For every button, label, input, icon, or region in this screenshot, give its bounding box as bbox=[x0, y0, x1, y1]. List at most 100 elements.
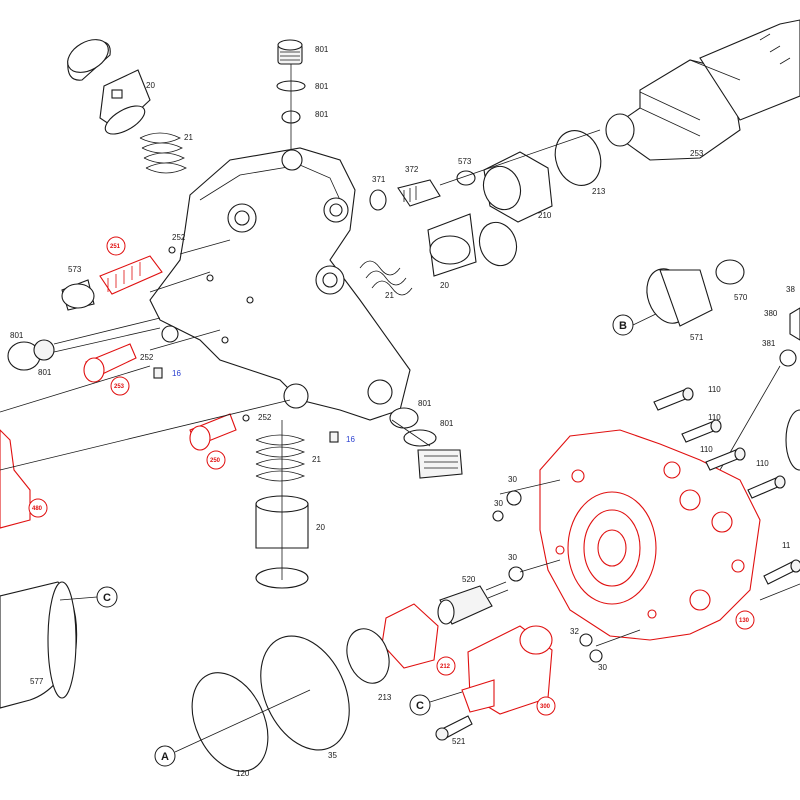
label-570: 570 bbox=[734, 293, 748, 302]
label-252-c: 252 bbox=[258, 413, 272, 422]
callout-red-253 bbox=[110, 376, 130, 396]
part-sensor-251 bbox=[99, 255, 163, 295]
pump-housing bbox=[149, 147, 411, 421]
part-sensor-372 bbox=[397, 179, 441, 207]
callout-C-left-text: C bbox=[103, 592, 111, 604]
part-cylinder-577 bbox=[0, 581, 78, 709]
part-sleeve-571 bbox=[646, 268, 713, 327]
label-21-bottom: 21 bbox=[312, 455, 321, 464]
label-110-e: 11 bbox=[782, 541, 791, 550]
label-30-a: 30 bbox=[508, 475, 517, 484]
part-ring-mid bbox=[478, 221, 518, 267]
callout-C-bottom-text: C bbox=[416, 700, 424, 712]
label-371: 371 bbox=[372, 175, 386, 184]
callout-C-bottom bbox=[409, 694, 431, 716]
part-bolt-110-d bbox=[747, 475, 786, 499]
callout-red-251 bbox=[106, 236, 126, 256]
part-screw-16-b bbox=[329, 431, 339, 443]
part-ring-right-edge bbox=[785, 409, 800, 471]
label-381: 381 bbox=[762, 339, 776, 348]
label-213-bottom: 213 bbox=[378, 693, 392, 702]
part-screw-16-a bbox=[153, 367, 163, 379]
part-drive-shaft-253 bbox=[605, 19, 800, 161]
label-573-top: 573 bbox=[458, 157, 472, 166]
part-cap-573-left bbox=[61, 279, 95, 311]
label-red-251: 251 bbox=[110, 244, 121, 250]
label-801-f: 801 bbox=[418, 399, 432, 408]
part-screw-521 bbox=[435, 715, 473, 741]
label-red-212: 212 bbox=[440, 664, 451, 670]
callout-red-480 bbox=[28, 498, 48, 518]
label-32: 32 bbox=[570, 627, 579, 636]
label-801-g: 801 bbox=[440, 419, 454, 428]
part-flange-cover-red bbox=[539, 429, 761, 641]
part-oring-120 bbox=[191, 672, 269, 772]
part-cap-top-left bbox=[67, 39, 111, 81]
label-801-a: 801 bbox=[315, 45, 329, 54]
part-sleeve-210 bbox=[482, 151, 553, 223]
callout-red-250 bbox=[206, 450, 226, 470]
label-red-250: 250 bbox=[210, 458, 221, 464]
part-bracket-480 bbox=[0, 429, 31, 529]
callout-B-text: B bbox=[619, 320, 627, 332]
part-spring-21-mid bbox=[359, 260, 413, 296]
callout-red-130 bbox=[735, 610, 755, 630]
label-110-c: 110 bbox=[700, 445, 713, 454]
part-washer-30-d bbox=[589, 649, 603, 663]
part-sensor-520 bbox=[437, 581, 509, 625]
callout-red-300 bbox=[536, 696, 556, 716]
part-bolt-110-c bbox=[705, 447, 746, 471]
label-801-c: 801 bbox=[315, 110, 329, 119]
label-30-d: 30 bbox=[598, 663, 607, 672]
label-20-top: 20 bbox=[146, 81, 155, 90]
part-ring-213-bottom bbox=[346, 628, 390, 684]
part-nut-801-left bbox=[33, 339, 55, 361]
label-573-left: 573 bbox=[68, 265, 82, 274]
label-372: 372 bbox=[405, 165, 419, 174]
label-110-d: 110 bbox=[756, 459, 769, 468]
label-20-bottom: 20 bbox=[316, 523, 325, 532]
callout-A bbox=[154, 745, 176, 767]
label-380: 380 bbox=[764, 309, 778, 318]
label-red-130: 130 bbox=[739, 618, 750, 624]
label-30-c: 30 bbox=[508, 553, 517, 562]
label-red-253: 253 bbox=[114, 384, 125, 390]
part-valve-253-left bbox=[83, 343, 137, 383]
label-110-b: 110 bbox=[708, 413, 721, 422]
part-metering-unit-300 bbox=[461, 625, 553, 715]
label-21-mid: 21 bbox=[385, 291, 394, 300]
part-tappet-20-mid bbox=[427, 213, 477, 277]
label-520: 520 bbox=[462, 575, 476, 584]
label-35: 35 bbox=[328, 751, 337, 760]
label-16-a: 16 bbox=[172, 369, 181, 378]
label-red-300: 300 bbox=[540, 704, 551, 710]
label-380-top: 38 bbox=[786, 285, 795, 294]
label-571: 571 bbox=[690, 333, 704, 342]
part-washer-30-c bbox=[508, 566, 524, 582]
part-plug-801 bbox=[277, 39, 303, 65]
part-ball-252-a bbox=[168, 246, 176, 254]
label-21-top: 21 bbox=[184, 133, 193, 142]
part-bolt-110-e bbox=[763, 559, 800, 585]
callout-red-212 bbox=[436, 656, 456, 676]
label-253: 253 bbox=[690, 149, 704, 158]
label-210: 210 bbox=[538, 211, 552, 220]
label-577: 577 bbox=[30, 677, 44, 686]
part-gasket-212 bbox=[381, 603, 439, 669]
label-120: 120 bbox=[236, 769, 250, 778]
part-washer-32 bbox=[579, 633, 593, 647]
label-252-b: 252 bbox=[140, 353, 154, 362]
part-spring-21-top bbox=[139, 132, 187, 174]
label-30-b: 30 bbox=[494, 499, 503, 508]
part-bolt-110-b bbox=[681, 419, 722, 443]
part-oring-35 bbox=[260, 635, 350, 751]
label-801-b: 801 bbox=[315, 82, 329, 91]
part-ring-213-top bbox=[554, 130, 602, 186]
part-washer-31 bbox=[492, 510, 504, 522]
label-16-b: 16 bbox=[346, 435, 355, 444]
part-washer-381 bbox=[779, 349, 797, 367]
label-521: 521 bbox=[452, 737, 466, 746]
callout-A-text: A bbox=[161, 751, 169, 763]
label-20-mid: 20 bbox=[440, 281, 449, 290]
